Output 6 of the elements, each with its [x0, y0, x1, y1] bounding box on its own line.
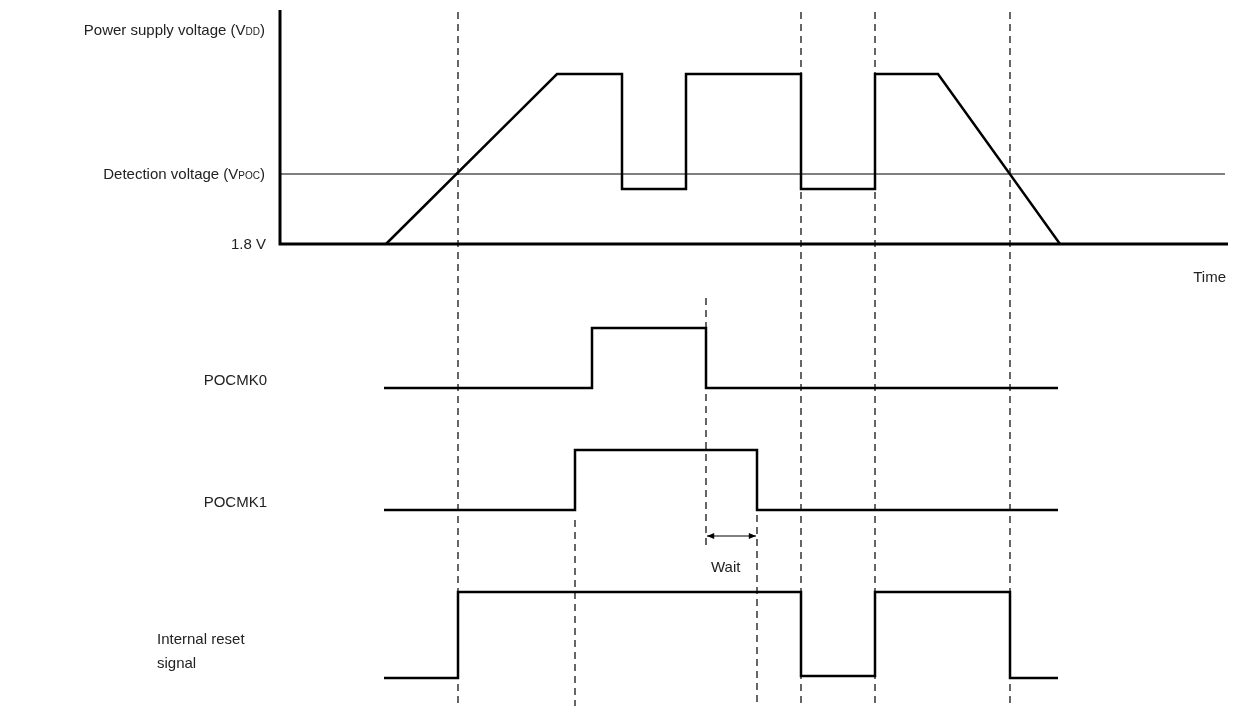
signal-label: Internal reset signal: [157, 629, 246, 673]
signal-label: POCMK0: [203, 371, 267, 389]
axis-label: Time: [1193, 268, 1226, 286]
axis-label: 1.8 V: [230, 235, 266, 253]
dimension-label: Wait: [711, 558, 741, 576]
signal-label: POCMK1: [203, 493, 267, 511]
